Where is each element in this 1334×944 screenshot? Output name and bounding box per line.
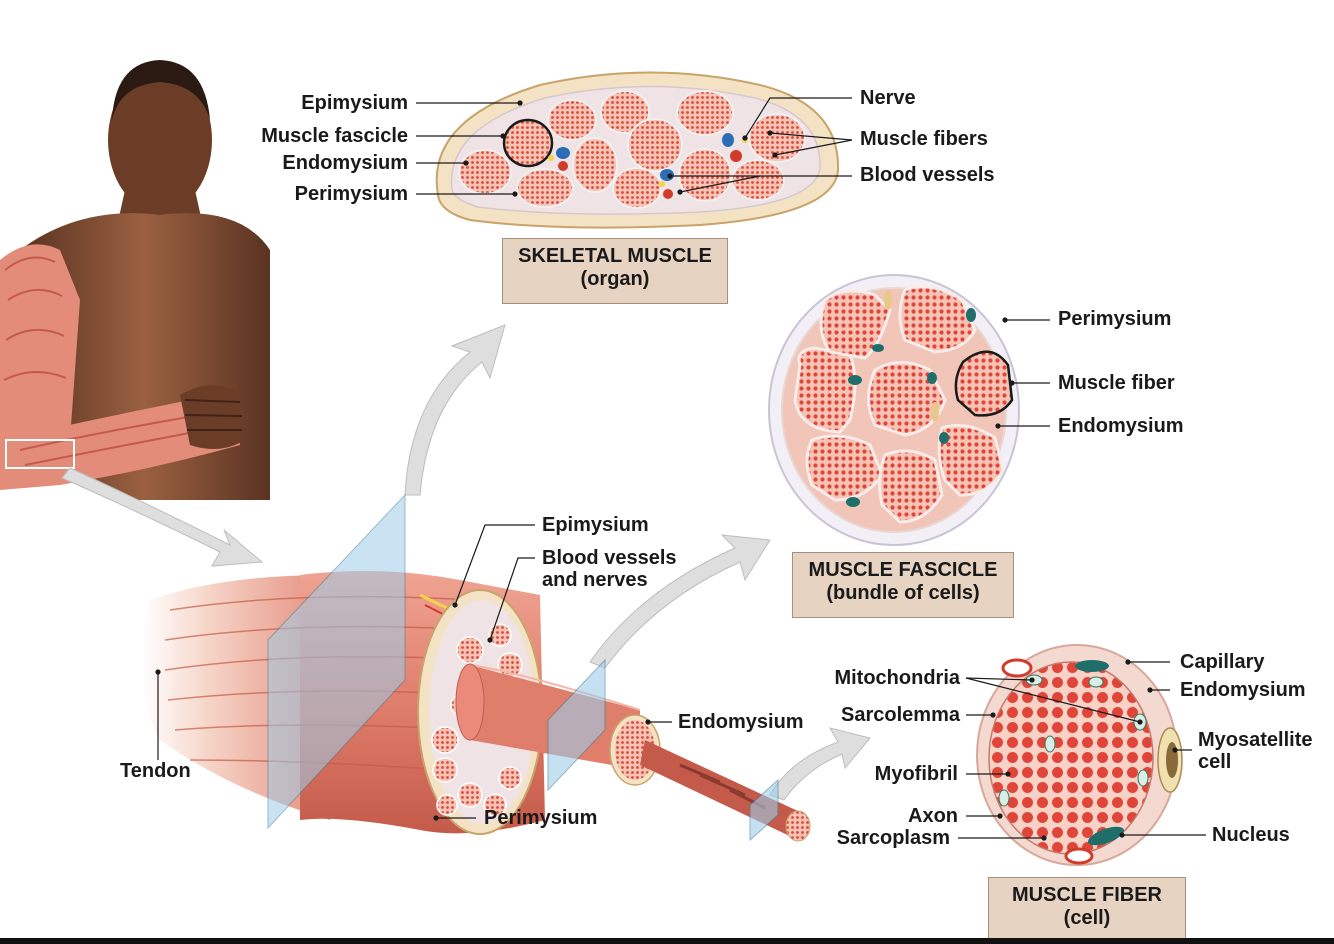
caption-skeletal-muscle-title: SKELETAL MUSCLE (503, 245, 727, 268)
label-organ-nerve: Nerve (860, 87, 916, 109)
label-muscle-endomysium: Endomysium (678, 711, 804, 733)
label-muscle-vessels-nerves-2: and nerves (542, 569, 648, 591)
label-axon: Axon (790, 805, 958, 827)
label-organ-muscle-fibers: Muscle fibers (860, 128, 988, 150)
muscle-fiber-cross-section (977, 645, 1182, 865)
label-organ-perimysium: Perimysium (240, 183, 408, 205)
caption-skeletal-muscle-subtitle: (organ) (503, 268, 727, 291)
caption-muscle-fiber: MUSCLE FIBER (cell) (988, 877, 1186, 939)
label-muscle-epimysium: Epimysium (542, 514, 649, 536)
label-muscle-perimysium: Perimysium (484, 807, 597, 829)
label-capillary: Capillary (1180, 651, 1264, 673)
label-organ-blood-vessels: Blood vessels (860, 164, 995, 186)
caption-muscle-fiber-title: MUSCLE FIBER (989, 884, 1185, 907)
label-myosatellite-1: Myosatellite (1198, 729, 1312, 751)
label-myosatellite-2: cell (1198, 751, 1231, 773)
label-muscle-vessels-nerves-1: Blood vessels (542, 547, 677, 569)
bottom-border (0, 938, 1334, 944)
caption-muscle-fascicle-title: MUSCLE FASCICLE (793, 559, 1013, 582)
label-nucleus: Nucleus (1212, 824, 1290, 846)
caption-muscle-fascicle: MUSCLE FASCICLE (bundle of cells) (792, 552, 1014, 618)
caption-muscle-fascicle-subtitle: (bundle of cells) (793, 582, 1013, 605)
caption-muscle-fiber-subtitle: (cell) (989, 907, 1185, 930)
label-sarcoplasm: Sarcoplasm (790, 827, 950, 849)
label-fascicle-perimysium: Perimysium (1058, 308, 1171, 330)
label-fascicle-muscle-fiber: Muscle fiber (1058, 372, 1175, 394)
label-myofibril: Myofibril (790, 763, 958, 785)
organ-cross-section (437, 73, 838, 228)
label-mitochondria: Mitochondria (790, 667, 960, 689)
label-fascicle-endomysium: Endomysium (1058, 415, 1184, 437)
label-sarcolemma: Sarcolemma (790, 704, 960, 726)
label-fiber-endomysium: Endomysium (1180, 679, 1306, 701)
fascicle-cross-section (769, 275, 1019, 545)
caption-skeletal-muscle: SKELETAL MUSCLE (organ) (502, 238, 728, 304)
label-tendon: Tendon (120, 760, 191, 782)
label-organ-endomysium: Endomysium (240, 152, 408, 174)
label-organ-epimysium: Epimysium (240, 92, 408, 114)
label-organ-fascicle: Muscle fascicle (220, 125, 408, 147)
